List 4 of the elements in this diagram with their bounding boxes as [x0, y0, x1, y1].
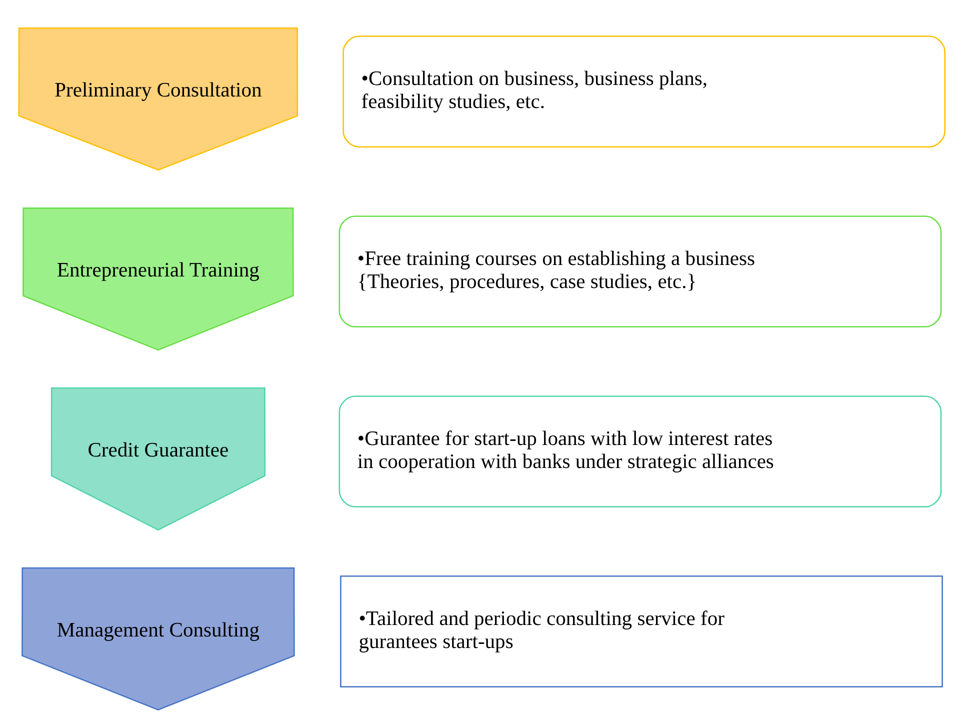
node-box: •Tailored and periodic consulting service for gurantees start-ups	[340, 576, 943, 688]
node-box: •Free training courses on establishing a business {Theories, procedures, case studies, etc.}	[338, 216, 942, 328]
node-box: •Consultation on business, business plans, feasibility studies, etc.	[342, 36, 946, 148]
node-box: •Gurantee for start-up loans with low interest rates in cooperation with banks under strategic alliances	[338, 396, 942, 508]
